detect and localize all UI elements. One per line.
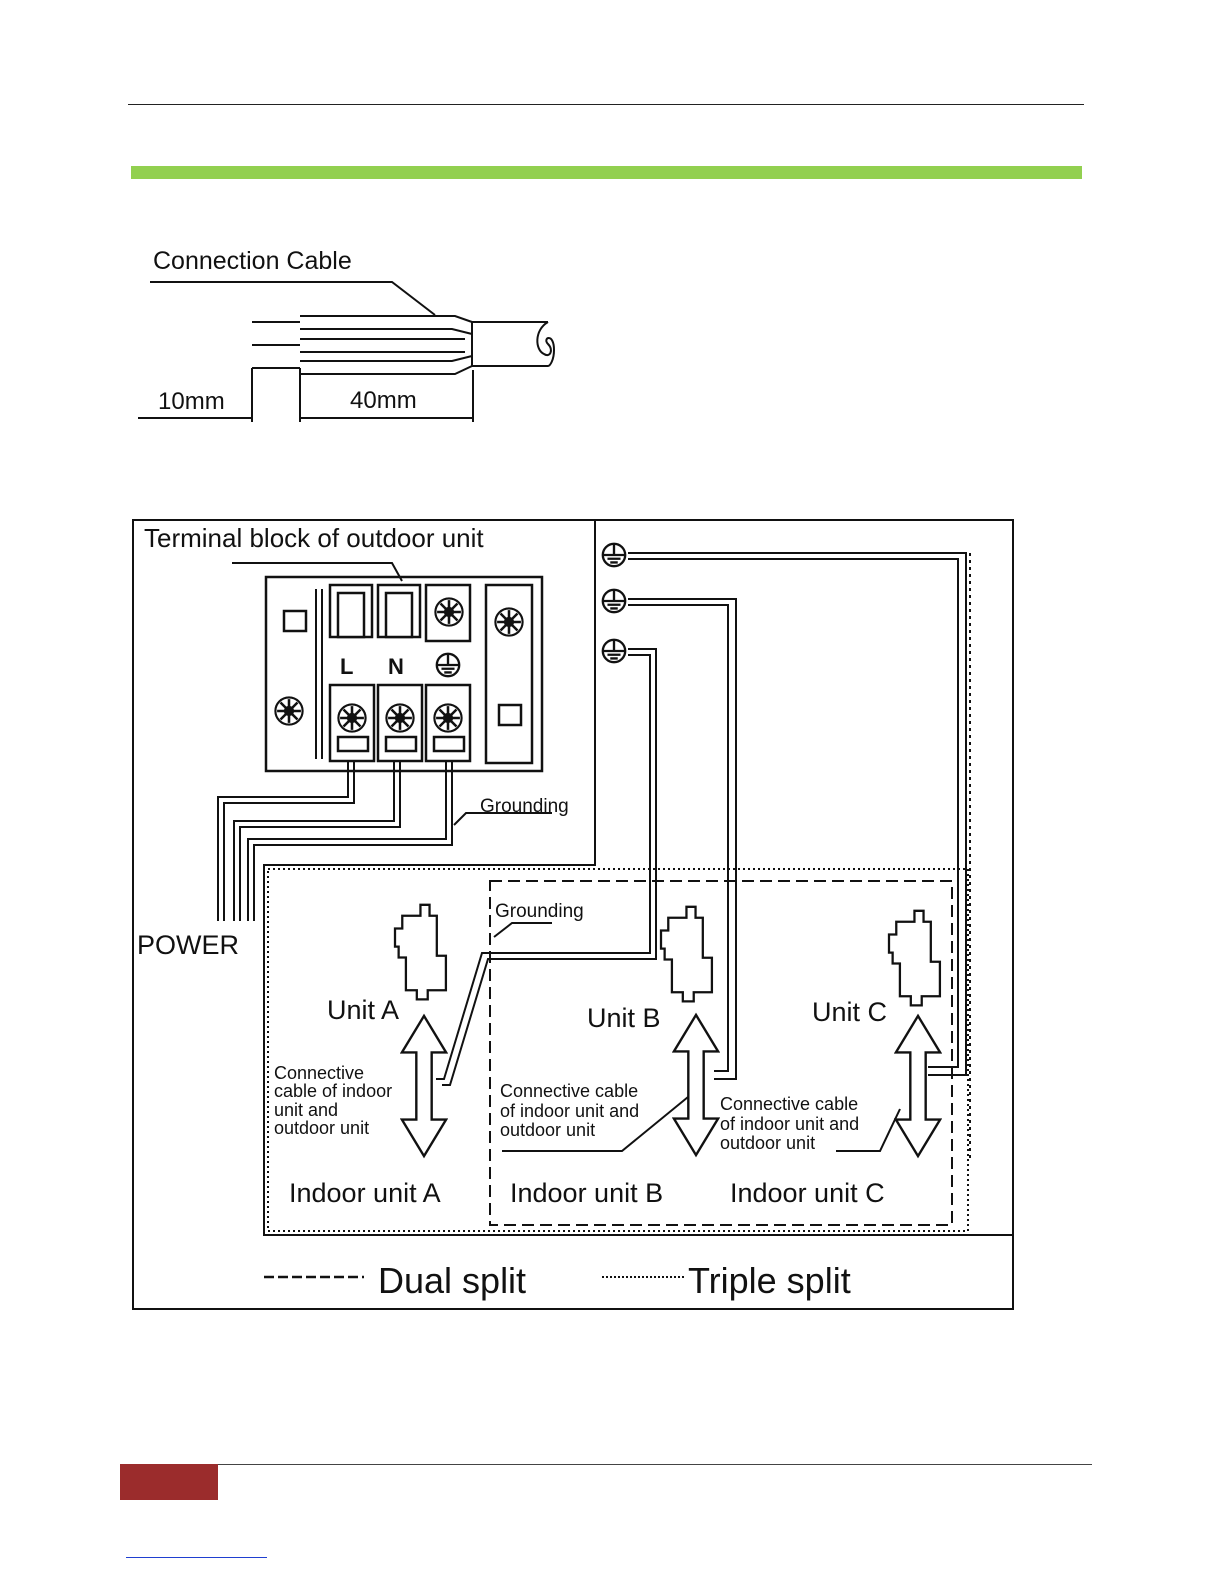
mount-screw-right-icon bbox=[494, 607, 524, 637]
unit-a-label: Unit A bbox=[327, 995, 399, 1025]
dual-split-region bbox=[267, 868, 969, 1232]
header-rule bbox=[128, 104, 1084, 105]
outdoor-section-border bbox=[263, 520, 1013, 1236]
terminal-mount-square-left bbox=[282, 609, 308, 633]
svg-text:Connective cable: Connective cable bbox=[720, 1094, 858, 1114]
grounding-label-indoor: Grounding bbox=[495, 901, 584, 922]
unit-a-icon bbox=[393, 903, 448, 1001]
diagram-frame bbox=[132, 519, 1014, 1310]
dim-long-label: 40mm bbox=[350, 387, 417, 414]
cable-title: Connection Cable bbox=[153, 247, 352, 275]
mount-screw-left-icon bbox=[274, 696, 304, 726]
power-wires bbox=[217, 761, 453, 921]
svg-text:Connective: Connective bbox=[274, 1063, 364, 1083]
section-accent-bar bbox=[131, 166, 1082, 179]
cable-b-label: Connective cable of indoor unit and outd… bbox=[500, 1081, 639, 1140]
legend-triple-label: Triple split bbox=[688, 1260, 851, 1301]
terminal-N-label: N bbox=[388, 654, 404, 679]
ground-symbol-b-icon bbox=[601, 588, 627, 614]
terminal-ground-screw-icon bbox=[434, 597, 464, 627]
cable-run-b bbox=[628, 598, 737, 1080]
connection-cable-diagram: Connection Cable 10mm 40mm bbox=[138, 247, 556, 422]
svg-text:of indoor unit and: of indoor unit and bbox=[720, 1114, 859, 1134]
ground-symbol-a-icon bbox=[601, 638, 627, 664]
indoor-unit-b-label: Indoor unit B bbox=[510, 1178, 663, 1208]
terminal-L-screw-icon bbox=[337, 703, 367, 733]
footer-link-underline[interactable] bbox=[126, 1557, 267, 1558]
insulated-conductor-1 bbox=[300, 315, 473, 335]
svg-text:outdoor unit: outdoor unit bbox=[720, 1133, 815, 1153]
indoor-unit-a-label: Indoor unit A bbox=[289, 1178, 441, 1208]
svg-text:outdoor unit: outdoor unit bbox=[274, 1118, 369, 1138]
svg-text:outdoor unit: outdoor unit bbox=[500, 1120, 595, 1140]
triple-split-region bbox=[489, 880, 953, 1226]
cable-c-double-arrow-icon bbox=[894, 1014, 942, 1158]
svg-text:Connective cable: Connective cable bbox=[500, 1081, 638, 1101]
legend-dual-label: Dual split bbox=[378, 1260, 526, 1301]
cable-run-c bbox=[628, 552, 967, 1076]
footer-rule bbox=[120, 1464, 1092, 1465]
cable-run-a bbox=[442, 648, 657, 1086]
svg-text:cable of indoor: cable of indoor bbox=[274, 1081, 392, 1101]
terminal-ground-icon bbox=[435, 652, 461, 678]
indoor-unit-c-label: Indoor unit C bbox=[730, 1178, 885, 1208]
power-label: POWER bbox=[137, 930, 239, 960]
wiring-diagram: L N Terminal block of outdoor unit Groun… bbox=[132, 519, 1014, 1310]
terminal-N-screw-icon bbox=[385, 703, 415, 733]
insulated-conductor-3 bbox=[300, 355, 473, 375]
unit-c-label: Unit C bbox=[812, 997, 887, 1027]
cable-title-leader bbox=[150, 281, 436, 316]
unit-c-icon bbox=[887, 909, 942, 1007]
grounding-label-outdoor: Grounding bbox=[480, 796, 569, 817]
cable-a-label: Connective cable of indoor unit and outd… bbox=[274, 1063, 392, 1138]
cable-b-double-arrow-icon bbox=[672, 1013, 720, 1157]
dim-short-label: 10mm bbox=[158, 388, 225, 415]
insulated-conductor-2 bbox=[300, 338, 465, 353]
unit-b-icon bbox=[659, 905, 714, 1003]
terminal-L-label: L bbox=[340, 654, 353, 679]
cable-cut-end bbox=[536, 321, 556, 367]
ground-symbol-c-icon bbox=[601, 542, 627, 568]
footer-page-tab bbox=[120, 1464, 218, 1500]
cable-c-label: Connective cable of indoor unit and outd… bbox=[720, 1094, 859, 1153]
terminal-G-screw-icon bbox=[433, 703, 463, 733]
terminal-block-title: Terminal block of outdoor unit bbox=[144, 523, 484, 553]
svg-text:of indoor unit and: of indoor unit and bbox=[500, 1101, 639, 1121]
svg-text:unit and: unit and bbox=[274, 1100, 338, 1120]
unit-b-label: Unit B bbox=[587, 1003, 661, 1033]
cable-sheath bbox=[472, 321, 548, 367]
cable-a-double-arrow-icon bbox=[400, 1014, 448, 1158]
